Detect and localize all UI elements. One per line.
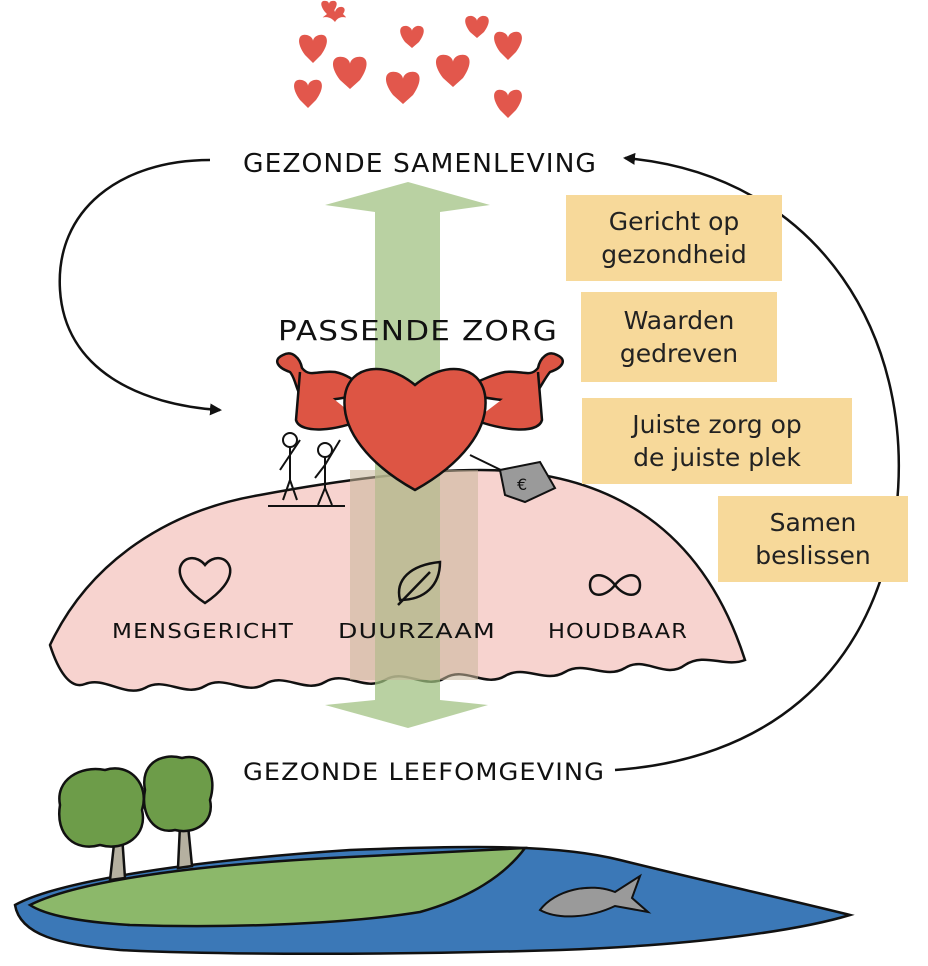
center-band [350,470,478,680]
pillar-label-mensgericht: MENSGERICHT [112,619,294,643]
land-shape [27,846,528,928]
heart-icon [178,557,232,605]
box-text: Waarden gedreven [619,306,739,368]
pillar-label-duurzaam: DUURZAAM [338,619,496,643]
hearts-cluster-icon [294,0,522,118]
box-waarden-gedreven: Waarden gedreven [581,292,777,382]
leaf-icon [397,560,442,606]
price-tag-symbol: € [517,475,528,494]
label-top: GEZONDE SAMENLEVING [243,149,597,179]
price-tag-icon: € [469,454,557,504]
box-text: Samen beslissen [755,508,871,570]
box-juiste-zorg: Juiste zorg op de juiste plek [582,398,852,484]
box-samen-beslissen: Samen beslissen [718,496,908,582]
heart-main-icon [343,367,487,492]
pillar-label-houdbaar: HOUDBAAR [548,619,688,643]
strong-arms [276,352,564,431]
fish-icon [538,873,652,918]
infinity-icon [588,574,642,596]
people-figures [268,432,345,507]
box-text: Gericht op gezondheid [601,207,747,269]
trees-icon [57,755,214,882]
label-bottom: GEZONDE LEEFOMGEVING [243,758,605,786]
box-text: Juiste zorg op de juiste plek [632,410,802,472]
label-center: PASSENDE ZORG [278,314,558,347]
loop-arrow-left [58,158,222,416]
box-gericht-op-gezondheid: Gericht op gezondheid [566,195,782,281]
